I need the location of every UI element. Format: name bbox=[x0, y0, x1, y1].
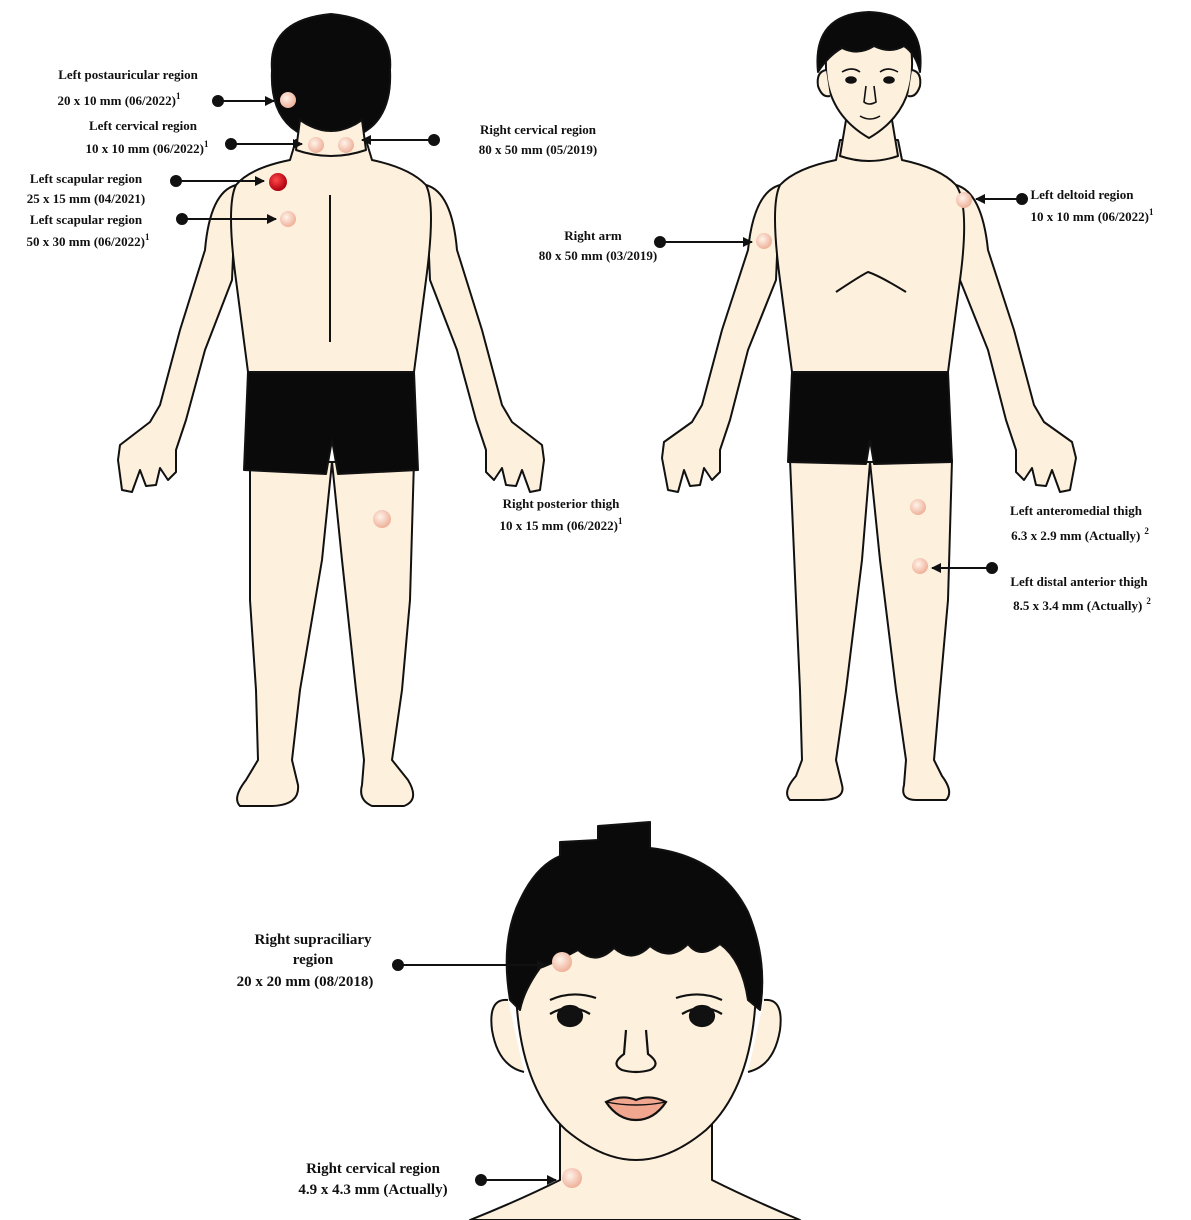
label-right-supraciliary-size: 20 x 20 mm (08/2018) bbox=[237, 974, 374, 990]
back-head-hair bbox=[272, 14, 390, 142]
label-right-posterior-thigh-region: Right posterior thigh bbox=[503, 496, 621, 511]
nodule-right-cervical bbox=[338, 137, 354, 153]
label-left-anteromedial-thigh-size: 6.3 x 2.9 mm (Actually)2 bbox=[1011, 526, 1149, 543]
label-left-postauricular-region: Left postauricular region bbox=[58, 67, 198, 82]
label-right-cervical-region: Right cervical region bbox=[480, 122, 597, 137]
back-left-arm bbox=[426, 185, 544, 492]
label-right-supraciliary-line2: region bbox=[293, 952, 334, 968]
label-right-supraciliary-line1: Right supraciliary bbox=[254, 932, 372, 948]
nodule-left-cervical bbox=[308, 137, 324, 153]
label-right-cervical-size: 80 x 50 mm (05/2019) bbox=[479, 142, 597, 157]
nodule-left-scapular-red bbox=[269, 173, 287, 191]
front-torso bbox=[775, 140, 964, 372]
nodule-left-deltoid bbox=[956, 192, 972, 208]
face-closeup-figure bbox=[470, 822, 800, 1220]
label-right-arm-region: Right arm bbox=[564, 228, 622, 243]
label-left-cervical-region: Left cervical region bbox=[89, 118, 198, 133]
label-right-cervical-face-region: Right cervical region bbox=[306, 1161, 441, 1177]
front-right-arm bbox=[662, 185, 780, 492]
label-left-scapular-2022-region: Left scapular region bbox=[30, 212, 143, 227]
label-left-scapular-2022-size: 50 x 30 mm (06/2022)1 bbox=[27, 232, 150, 249]
nodule-right-supraciliary bbox=[552, 952, 572, 972]
label-left-scapular-2021-size: 25 x 15 mm (04/2021) bbox=[27, 191, 145, 206]
label-left-anteromedial-thigh-region: Left anteromedial thigh bbox=[1010, 503, 1143, 518]
back-right-leg bbox=[332, 460, 414, 806]
label-left-postauricular-size: 20 x 10 mm (06/2022)1 bbox=[58, 91, 181, 108]
label-left-scapular-2021-region: Left scapular region bbox=[30, 171, 143, 186]
face-labels: Right supraciliary region 20 x 20 mm (08… bbox=[237, 932, 448, 1198]
back-right-arm bbox=[118, 185, 236, 492]
label-left-deltoid-size: 10 x 10 mm (06/2022)1 bbox=[1031, 207, 1154, 224]
front-view-figure bbox=[662, 12, 1076, 800]
front-right-leg bbox=[787, 460, 870, 800]
nodule-left-anteromedial-thigh bbox=[910, 499, 926, 515]
label-right-arm-size: 80 x 50 mm (03/2019) bbox=[539, 248, 657, 263]
front-shorts bbox=[788, 372, 952, 464]
label-right-posterior-thigh-size: 10 x 15 mm (06/2022)1 bbox=[500, 516, 623, 533]
back-left-leg bbox=[237, 460, 332, 806]
front-left-arm bbox=[956, 185, 1076, 492]
nodule-left-scapular bbox=[280, 211, 296, 227]
nodule-left-distal-anterior-thigh bbox=[912, 558, 928, 574]
front-left-leg bbox=[870, 460, 952, 800]
nodule-right-arm bbox=[756, 233, 772, 249]
label-left-distal-anterior-thigh-size: 8.5 x 3.4 mm (Actually)2 bbox=[1013, 596, 1151, 613]
label-right-cervical-face-size: 4.9 x 4.3 mm (Actually) bbox=[298, 1182, 447, 1198]
label-left-distal-anterior-thigh-region: Left distal anterior thigh bbox=[1010, 574, 1148, 589]
label-left-deltoid-region: Left deltoid region bbox=[1030, 187, 1134, 202]
nodule-right-cervical-face bbox=[562, 1168, 582, 1188]
nodule-left-postauricular bbox=[280, 92, 296, 108]
label-left-cervical-size: 10 x 10 mm (06/2022)1 bbox=[86, 139, 209, 156]
nodule-right-posterior-thigh bbox=[373, 510, 391, 528]
back-shorts bbox=[244, 372, 418, 474]
